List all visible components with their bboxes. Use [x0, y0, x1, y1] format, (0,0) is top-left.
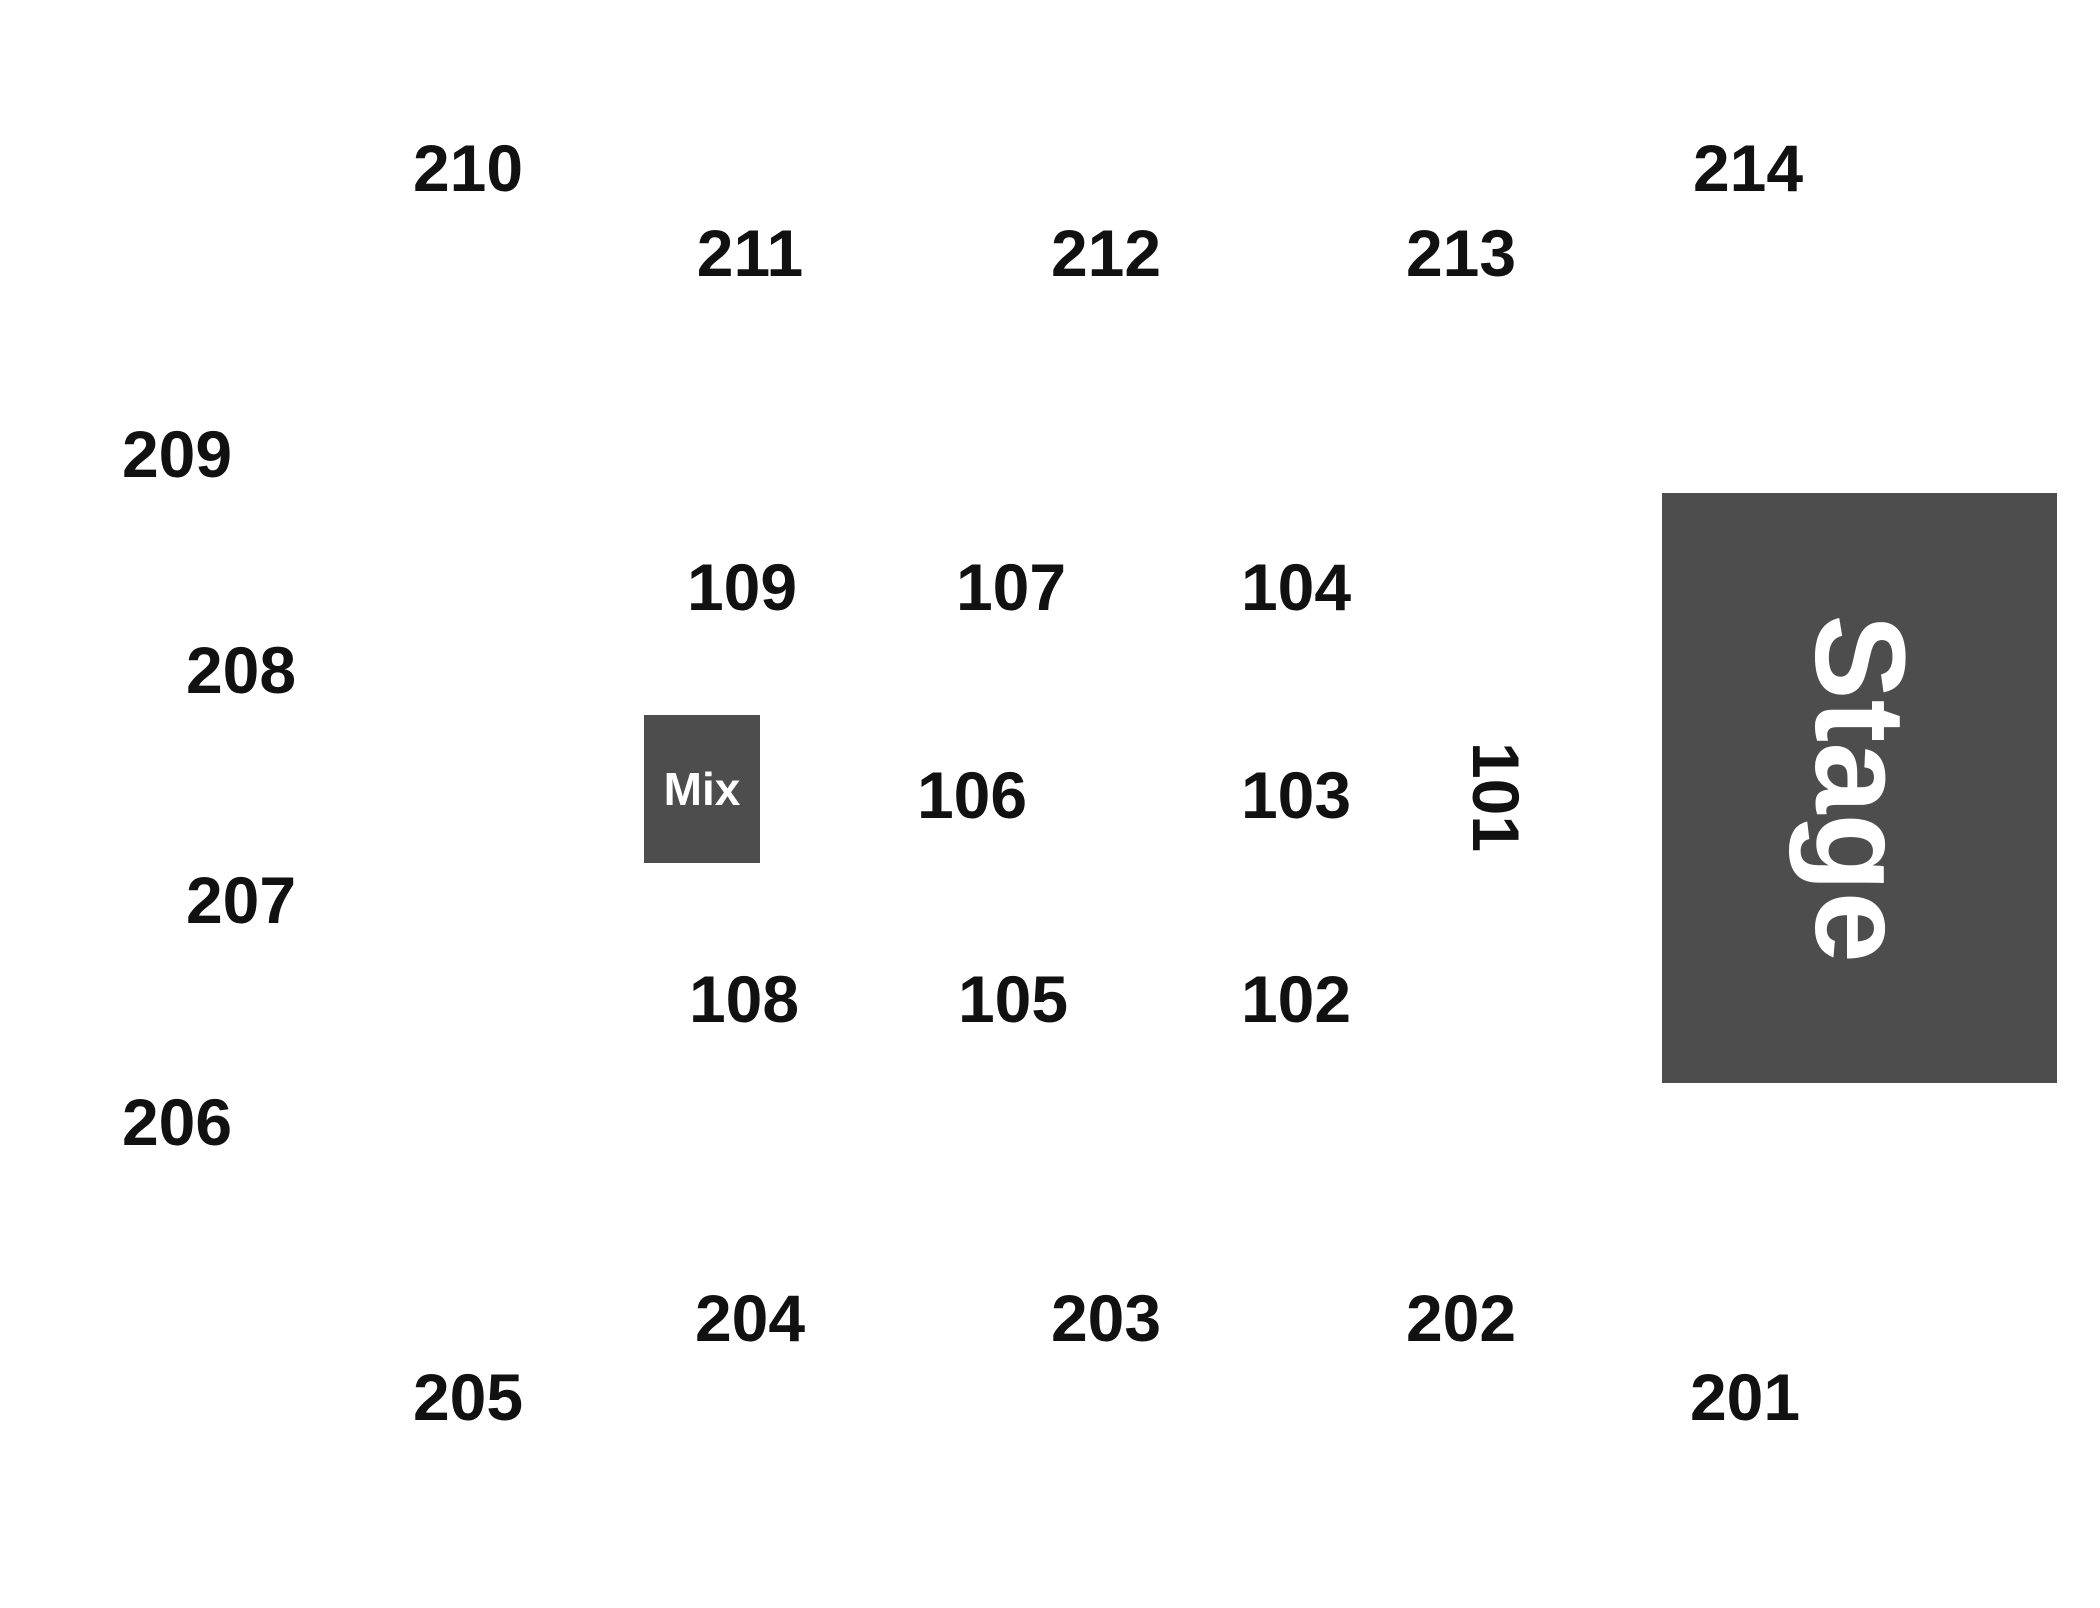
- section-201[interactable]: 201: [1689, 1360, 1801, 1434]
- section-107[interactable]: 107: [955, 550, 1067, 624]
- section-105[interactable]: 105: [957, 962, 1069, 1036]
- stage: Stage: [1662, 493, 2057, 1083]
- section-211[interactable]: 211: [696, 216, 804, 290]
- section-108[interactable]: 108: [688, 962, 800, 1036]
- section-209[interactable]: 209: [121, 417, 233, 491]
- section-205[interactable]: 205: [412, 1360, 524, 1434]
- section-213[interactable]: 213: [1405, 216, 1517, 290]
- section-104[interactable]: 104: [1240, 550, 1352, 624]
- section-207[interactable]: 207: [185, 863, 297, 937]
- section-214[interactable]: 214: [1692, 131, 1804, 205]
- section-202[interactable]: 202: [1405, 1281, 1517, 1355]
- mix-label: Mix: [663, 763, 741, 815]
- section-102[interactable]: 102: [1240, 962, 1352, 1036]
- section-109[interactable]: 109: [686, 550, 798, 624]
- stage-label: Stage: [1788, 613, 1931, 963]
- section-106[interactable]: 106: [916, 758, 1028, 832]
- section-210[interactable]: 210: [412, 131, 524, 205]
- section-203[interactable]: 203: [1050, 1281, 1162, 1355]
- section-103[interactable]: 103: [1240, 758, 1352, 832]
- section-101[interactable]: 101: [1459, 741, 1533, 853]
- mix-position: Mix: [644, 715, 760, 863]
- section-204[interactable]: 204: [694, 1281, 806, 1355]
- section-208[interactable]: 208: [185, 633, 297, 707]
- section-212[interactable]: 212: [1050, 216, 1162, 290]
- section-206[interactable]: 206: [121, 1085, 233, 1159]
